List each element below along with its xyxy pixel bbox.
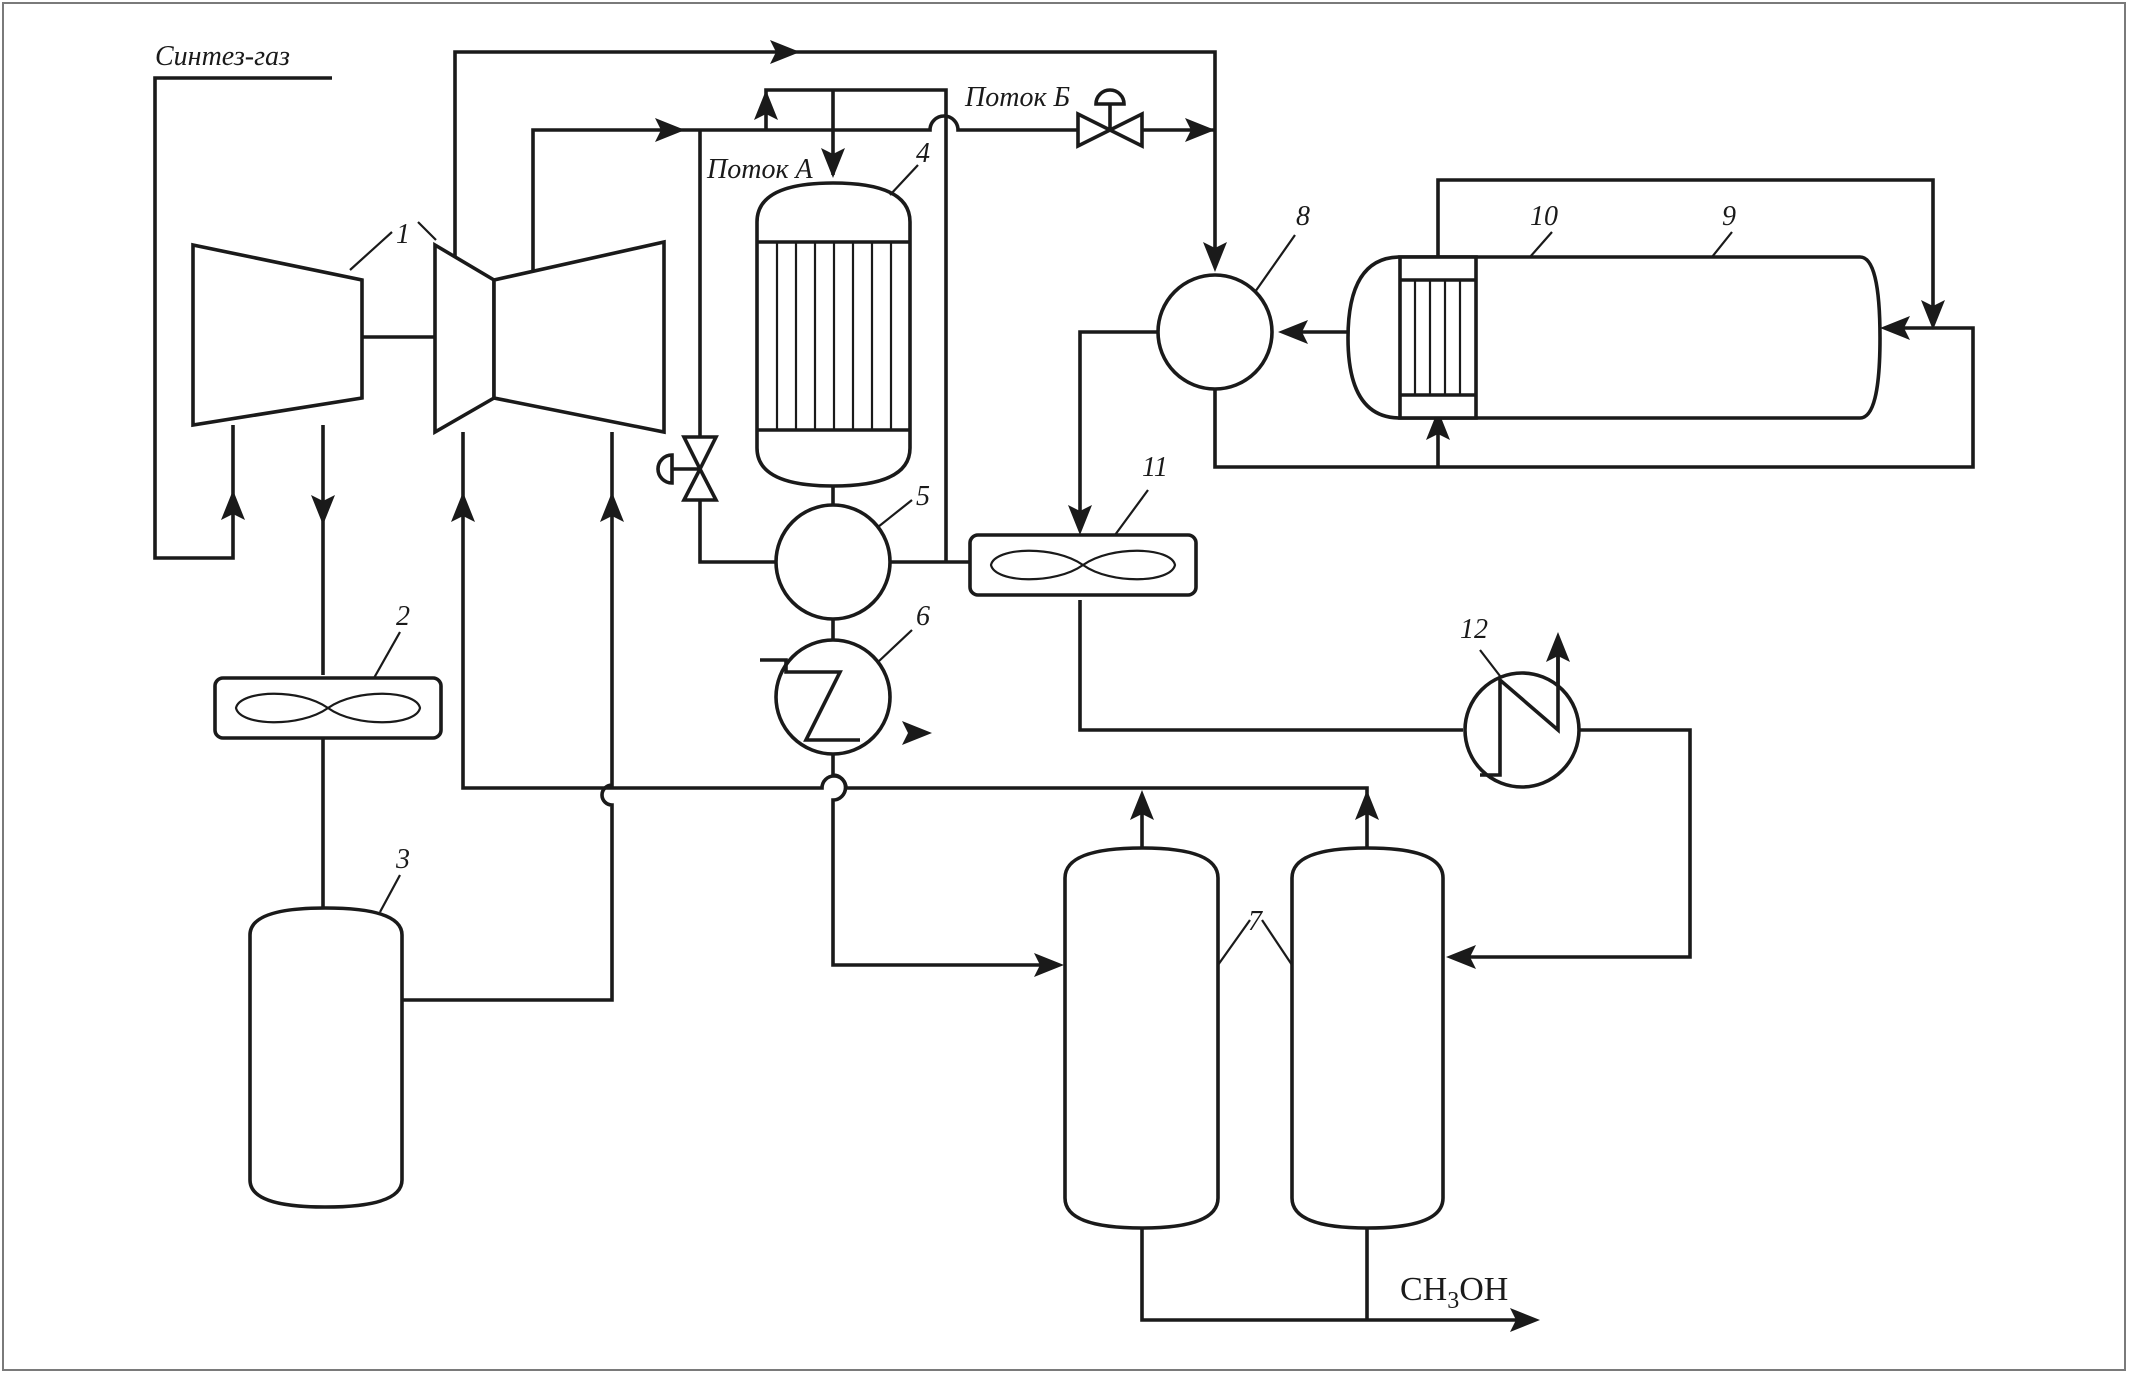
turbine-small-stage [433, 241, 496, 436]
equipment-number-4: 4 [916, 138, 930, 169]
leader-1a [349, 231, 393, 271]
arrow-separator7a-gas [1130, 790, 1154, 820]
arrow-product [1510, 1308, 1540, 1332]
product-label: CH3OH [1400, 1271, 1508, 1314]
equipment-number-10: 10 [1530, 201, 1558, 232]
leader-7b [1261, 919, 1293, 966]
leader-2 [373, 631, 401, 679]
arrow-stream-a-left [754, 90, 778, 120]
arrow-mixer8-inlet [1203, 242, 1227, 272]
leader-6 [877, 629, 913, 663]
fan-cooler-11-symbol [989, 549, 1177, 581]
leader-5 [877, 499, 913, 528]
separator3-to-turbine-pipe [403, 432, 614, 1002]
equipment-number-3: 3 [395, 844, 410, 875]
leader-12 [1479, 649, 1501, 677]
stream-a-label: Поток А [706, 154, 814, 185]
arrow-compressor-down [311, 495, 335, 525]
arrow-reactor9-top-loop [1921, 300, 1945, 330]
separator-3 [248, 906, 404, 1209]
mixer8-loop-pipe [1213, 326, 1975, 469]
control-valve-stream-b-right [1105, 111, 1144, 149]
valve-branch-lower-pipe [698, 500, 776, 564]
leader-7a [1217, 919, 1251, 966]
heat-exchanger-5 [774, 503, 892, 621]
heat-exchanger-10-tubes [1413, 280, 1462, 395]
product-label-tail: OH [1459, 1271, 1508, 1308]
leader-4 [889, 164, 919, 196]
cooler11-to-exchanger12-pipe [1078, 600, 1463, 732]
equipment-number-9: 9 [1722, 201, 1736, 232]
arrow-reactor10-bottom [1426, 410, 1450, 440]
mixer8-to-cooler11-pipe [1078, 330, 1160, 520]
separator-7b [1290, 846, 1445, 1230]
turbine-discharge-pipe [531, 114, 1215, 270]
heat-exchanger-12 [1463, 671, 1581, 789]
arrow-top-line [770, 40, 800, 64]
arrow-turbine-discharge [655, 118, 685, 142]
exchanger12-to-separator7b-pipe [1460, 728, 1692, 959]
leader-3 [379, 874, 401, 913]
arrow-separator7b-in [1446, 945, 1476, 969]
arrow-turbine-right-up [600, 492, 624, 522]
arrow-turbine-left-up [451, 492, 475, 522]
mixer-8 [1156, 273, 1274, 391]
arrow-reactor9-right [1880, 316, 1910, 340]
product-label-subscript: 3 [1447, 1288, 1459, 1314]
control-valve-stream-b-head [1094, 88, 1126, 106]
arrow-cooler6-out [902, 721, 932, 745]
arrow-reactor-feed [821, 148, 845, 178]
control-valve-stream-b [1076, 111, 1115, 149]
turbine-return-pipe [461, 432, 1369, 812]
product-label-main: CH [1400, 1271, 1447, 1308]
turbine-large-stage [492, 239, 666, 435]
leader-1b [417, 221, 437, 241]
leader-9 [1711, 231, 1733, 258]
arrow-stream-b [1185, 118, 1215, 142]
arrow-syngas-up [221, 490, 245, 520]
arrow-cooler11-in [1068, 505, 1092, 535]
separator-7a [1063, 846, 1220, 1230]
arrow-steam [1546, 632, 1570, 662]
equipment-number-6: 6 [916, 601, 930, 632]
cooler6-to-separator7-pipe [831, 755, 1050, 967]
control-valve-left-lower [681, 465, 719, 502]
fan-cooler-2-symbol [234, 692, 422, 724]
leader-8 [1254, 234, 1296, 293]
compressor [191, 242, 364, 428]
reactor-4-tubes [775, 242, 893, 430]
reactor9-top-loop [1436, 178, 1935, 318]
leader-11 [1114, 489, 1149, 536]
water-cooler-6 [774, 638, 892, 756]
equipment-number-5: 5 [916, 481, 930, 512]
stream-b-label: Поток Б [964, 82, 1070, 113]
top-bypass-pipe [453, 50, 1217, 265]
heat-exchanger-10 [1398, 255, 1478, 420]
heat-exchanger-10-plates [1400, 278, 1476, 397]
equipment-number-11: 11 [1142, 452, 1168, 483]
equipment-number-1: 1 [396, 219, 410, 250]
control-valve-left [681, 435, 719, 474]
arrow-separator7a-in [1034, 953, 1064, 977]
equipment-number-12: 12 [1460, 614, 1488, 645]
leader-10 [1529, 231, 1553, 258]
water-cooler-6-coil [760, 658, 860, 742]
control-valve-left-head [656, 453, 674, 485]
equipment-number-2: 2 [396, 601, 410, 632]
equipment-number-7: 7 [1248, 906, 1263, 937]
product-pipe [1140, 1225, 1520, 1322]
arrow-reactor9-to-mixer8 [1278, 320, 1308, 344]
syngas-label: Синтез-газ [155, 41, 290, 72]
heat-exchanger-12-coil [1480, 650, 1560, 777]
arrow-separator7b-gas [1355, 790, 1379, 820]
equipment-number-8: 8 [1296, 201, 1310, 232]
